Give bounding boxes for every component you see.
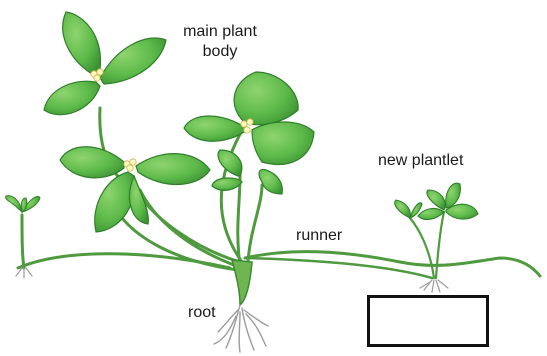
label-runner: runner bbox=[296, 226, 342, 246]
right-cluster-leaves bbox=[184, 72, 314, 164]
left-shoot-leaves bbox=[6, 196, 40, 212]
label-main-plant-body-line1: main plant bbox=[170, 22, 270, 42]
label-new-plantlet: new plantlet bbox=[378, 151, 463, 171]
runner-stem bbox=[18, 252, 540, 278]
empty-answer-box[interactable] bbox=[367, 295, 489, 347]
main-root-icon bbox=[214, 260, 268, 352]
label-main-plant-body-line2: body bbox=[170, 42, 270, 62]
label-main-plant-body: main plant body bbox=[170, 22, 270, 62]
upper-left-leaves bbox=[44, 12, 166, 115]
label-root: root bbox=[188, 303, 216, 323]
small-root-icons bbox=[16, 268, 448, 292]
